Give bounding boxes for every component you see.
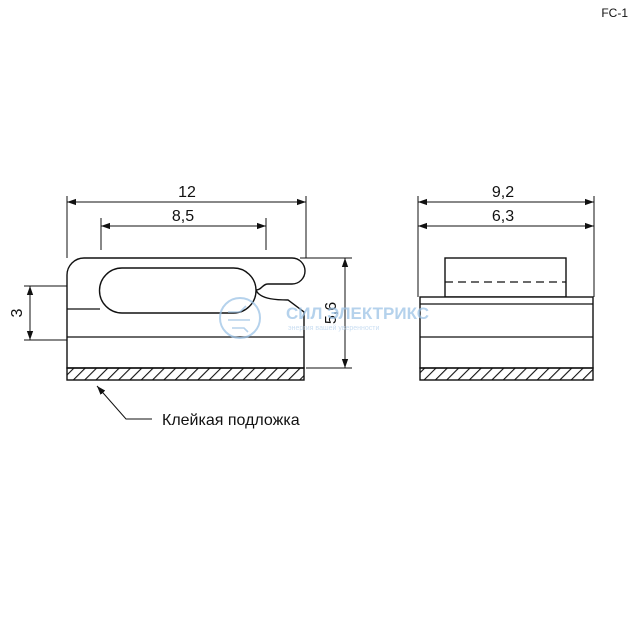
watermark-tagline: энергия вашей уверенности <box>288 324 379 332</box>
side-dim-inner-width: 6,3 <box>492 208 514 225</box>
dim-left-height: 3 <box>9 308 26 317</box>
front-view: 12 8,5 3 5,6 Клейкая подложка <box>9 184 352 429</box>
side-body <box>419 296 594 369</box>
adhesive-backing <box>66 367 305 381</box>
watermark: СИЛ ЭЛЕКТРИКС энергия вашей уверенности <box>219 297 429 339</box>
leader-line <box>96 385 152 420</box>
side-dim-overall-width: 9,2 <box>492 184 514 201</box>
product-code: FC-1 <box>601 6 628 20</box>
side-adhesive-backing <box>419 367 594 381</box>
side-tab <box>444 257 567 298</box>
adhesive-label: Клейкая подложка <box>162 412 300 429</box>
watermark-logo-icon <box>219 297 261 339</box>
side-view: 9,2 6,3 <box>417 184 595 381</box>
watermark-name: СИЛ ЭЛЕКТРИКС <box>286 304 429 323</box>
clip-body-outline <box>66 257 306 369</box>
dim-overall-width: 12 <box>178 184 196 201</box>
dim-inner-width: 8,5 <box>172 208 194 225</box>
dim-total-height: 5,6 <box>323 302 340 324</box>
watermark-circuit-icon <box>228 305 250 333</box>
